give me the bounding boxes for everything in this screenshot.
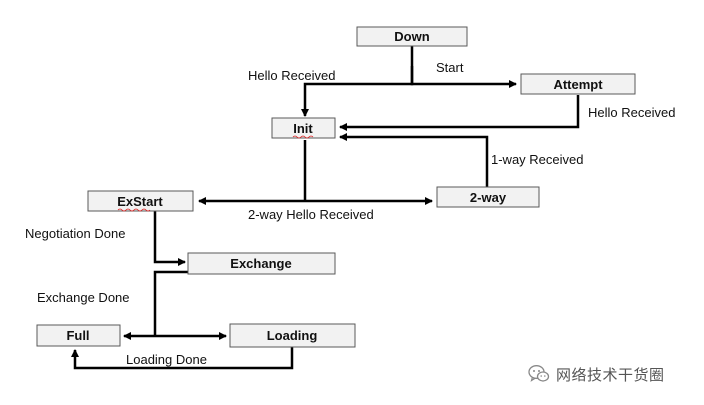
state-full-label: Full xyxy=(66,328,89,343)
state-exstart-label: ExStart xyxy=(117,194,163,209)
state-down-label: Down xyxy=(394,29,429,44)
label-hello-received-left: Hello Received xyxy=(248,68,335,83)
spellcheck-underline xyxy=(117,208,151,212)
state-exchange: Exchange xyxy=(187,252,336,275)
label-hello-received-right: Hello Received xyxy=(588,105,675,120)
label-loading-done: Loading Done xyxy=(126,352,207,367)
edge-exchange-junction xyxy=(153,270,188,336)
state-init: Init xyxy=(271,117,336,139)
state-init-label: Init xyxy=(293,121,313,136)
watermark: 网络技术干货圈 xyxy=(528,362,665,386)
edge-twoway-init xyxy=(339,133,489,187)
state-twoway-label: 2-way xyxy=(470,190,507,205)
state-loading: Loading xyxy=(229,323,356,348)
label-two-way-hello-received: 2-way Hello Received xyxy=(248,207,374,222)
edge-exstart-exchange xyxy=(153,210,186,266)
watermark-text: 网络技术干货圈 xyxy=(556,365,665,384)
label-negotiation-done: Negotiation Done xyxy=(25,226,125,241)
state-twoway: 2-way xyxy=(436,186,540,208)
state-exstart: ExStart xyxy=(87,190,194,212)
label-one-way-received: 1-way Received xyxy=(491,152,584,167)
state-full: Full xyxy=(36,324,121,347)
state-exchange-label: Exchange xyxy=(230,256,291,271)
edge-down-init xyxy=(301,66,414,117)
label-start: Start xyxy=(436,60,464,75)
spellcheck-underline xyxy=(292,135,314,139)
state-down: Down xyxy=(356,26,468,47)
state-attempt: Attempt xyxy=(520,73,636,95)
state-loading-label: Loading xyxy=(267,328,318,343)
edge-down-attempt xyxy=(410,46,517,88)
wechat-icon xyxy=(528,365,550,382)
edge-attempt-init xyxy=(339,95,580,131)
edge-loading-full xyxy=(71,347,294,370)
state-attempt-label: Attempt xyxy=(553,77,603,92)
label-exchange-done: Exchange Done xyxy=(37,290,130,305)
